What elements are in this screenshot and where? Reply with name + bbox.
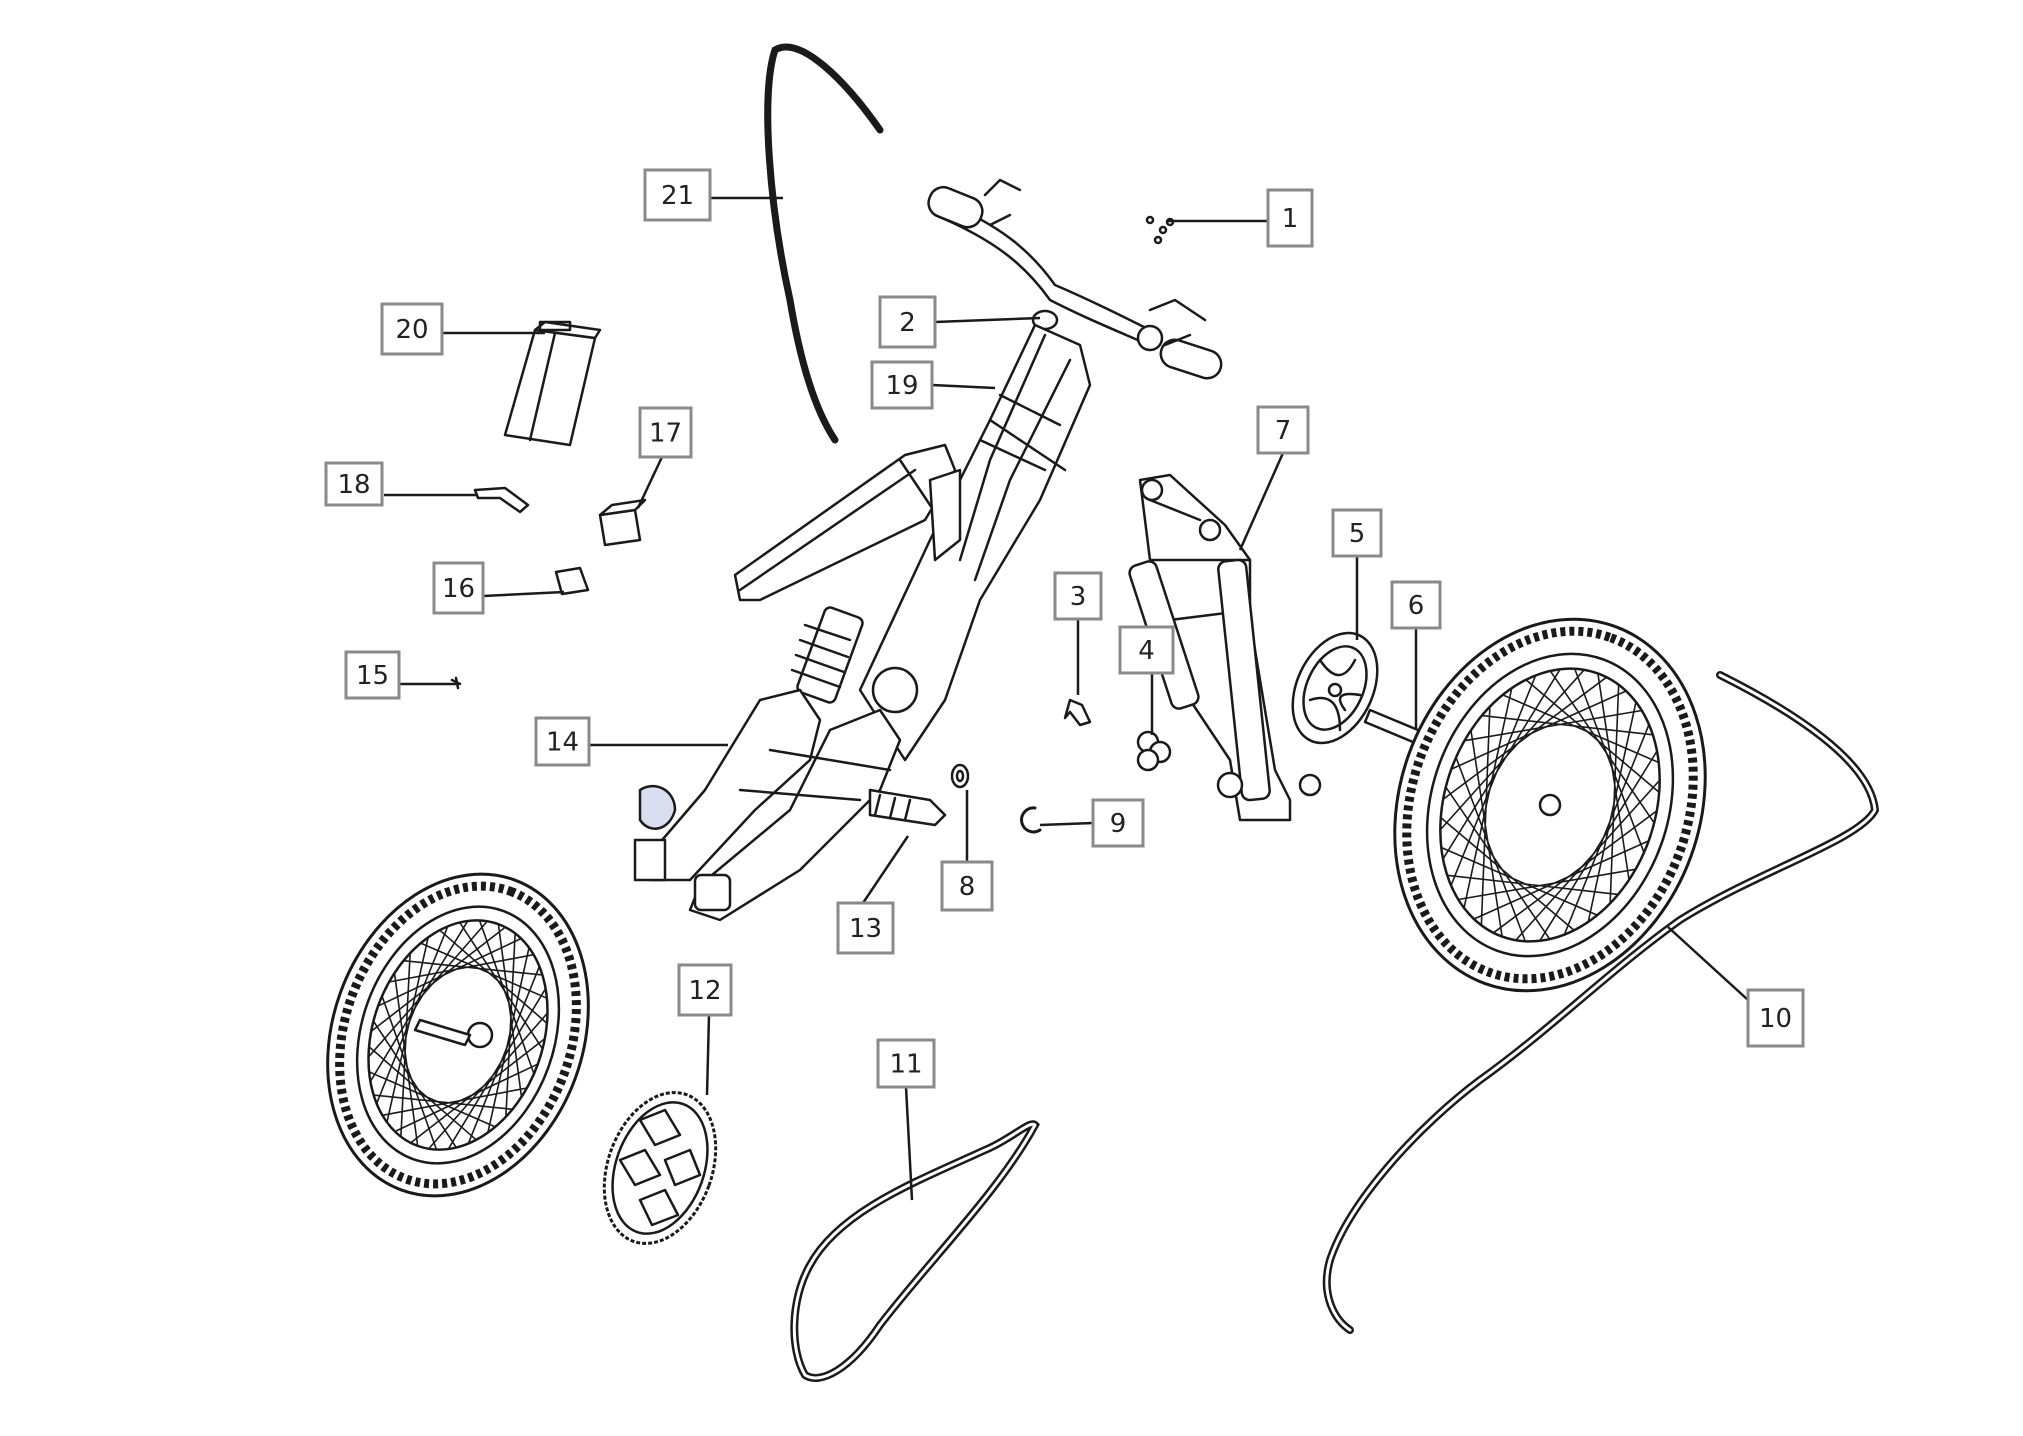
callout-16: 16 [432, 561, 485, 615]
callout-box [870, 360, 934, 410]
callout-box [1331, 508, 1383, 558]
callout-6: 6 [1390, 580, 1442, 630]
callout-number: 21 [661, 181, 694, 211]
callout-number: 20 [395, 315, 428, 345]
part-17-controller [598, 498, 647, 547]
callout-12: 12 [677, 963, 733, 1017]
callout-4: 4 [1118, 625, 1175, 675]
callout-box [324, 461, 384, 507]
callout-box [534, 716, 591, 767]
part-1-screws [1145, 215, 1175, 245]
callout-15: 15 [344, 650, 401, 700]
callout-number: 9 [1110, 809, 1127, 839]
part-rear-shock [790, 606, 864, 704]
part-12-rear-sprocket [602, 1091, 718, 1245]
callout-number: 14 [546, 728, 579, 758]
part-21-brake-cable [764, 43, 884, 444]
callout-number: 18 [337, 470, 370, 500]
callout-13: 13 [836, 901, 895, 955]
part-3-clip [1063, 698, 1092, 727]
callout-18: 18 [324, 461, 384, 507]
part-14-swingarm [633, 688, 902, 922]
part-20-battery [503, 320, 602, 447]
part-seat [733, 443, 962, 602]
callout-number: 2 [899, 308, 916, 338]
callout-box [1266, 188, 1314, 248]
callout-1: 1 [1266, 188, 1314, 248]
part-7-front-fork [1128, 473, 1322, 822]
part-8-sprocket [950, 763, 970, 789]
callout-box [380, 302, 444, 356]
callout-box [1091, 798, 1145, 848]
callout-3: 3 [1053, 571, 1103, 621]
callout-number: 6 [1408, 591, 1425, 621]
callout-number: 7 [1275, 416, 1292, 446]
part-9-circlip [1020, 806, 1042, 834]
part-16-connector [554, 566, 590, 596]
callout-number: 15 [356, 661, 389, 691]
callout-14: 14 [534, 716, 591, 767]
callout-11: 11 [876, 1038, 936, 1089]
callout-10: 10 [1746, 988, 1805, 1048]
leader-lines [384, 196, 1749, 1201]
part-4-bearing [1136, 730, 1172, 772]
callout-number: 10 [1759, 1004, 1792, 1034]
callout-number: 11 [889, 1050, 922, 1080]
part-rear-wheel [326, 872, 590, 1198]
part-11-chain [790, 1120, 1040, 1382]
callout-21: 21 [643, 168, 712, 222]
callout-2: 2 [878, 295, 937, 349]
callout-box [1053, 571, 1103, 621]
callout-17: 17 [638, 406, 693, 459]
callout-5: 5 [1331, 508, 1383, 558]
callout-number: 13 [849, 914, 882, 944]
part-5-brake-disc [1291, 631, 1379, 745]
callout-number: 12 [688, 976, 721, 1006]
callout-box [344, 650, 401, 700]
callout-box [876, 1038, 936, 1089]
callout-number: 16 [442, 574, 475, 604]
callout-box [677, 963, 733, 1017]
callout-box [940, 860, 994, 912]
callout-box [1118, 625, 1175, 675]
callout-box [643, 168, 712, 222]
callout-number: 17 [649, 419, 682, 449]
callout-box [1256, 405, 1310, 455]
callout-number: 5 [1349, 519, 1366, 549]
part-18-bracket [473, 486, 530, 514]
callout-number: 8 [959, 872, 976, 902]
callout-box [878, 295, 937, 349]
callout-box [836, 901, 895, 955]
callout-number: 3 [1070, 582, 1087, 612]
callout-box [432, 561, 485, 615]
callout-7: 7 [1256, 405, 1310, 455]
callout-number: 19 [885, 371, 918, 401]
callout-9: 9 [1091, 798, 1145, 848]
part-13-pedal [868, 666, 947, 827]
callout-19: 19 [870, 360, 934, 410]
callout-20: 20 [380, 302, 444, 356]
callout-box [638, 406, 693, 459]
callout-number: 4 [1138, 636, 1155, 666]
callout-box [1390, 580, 1442, 630]
callout-box [1746, 988, 1805, 1048]
part-front-wheel [1393, 617, 1707, 993]
callout-number: 1 [1282, 204, 1299, 234]
part-handlebar [927, 178, 1223, 380]
callout-8: 8 [940, 860, 994, 912]
